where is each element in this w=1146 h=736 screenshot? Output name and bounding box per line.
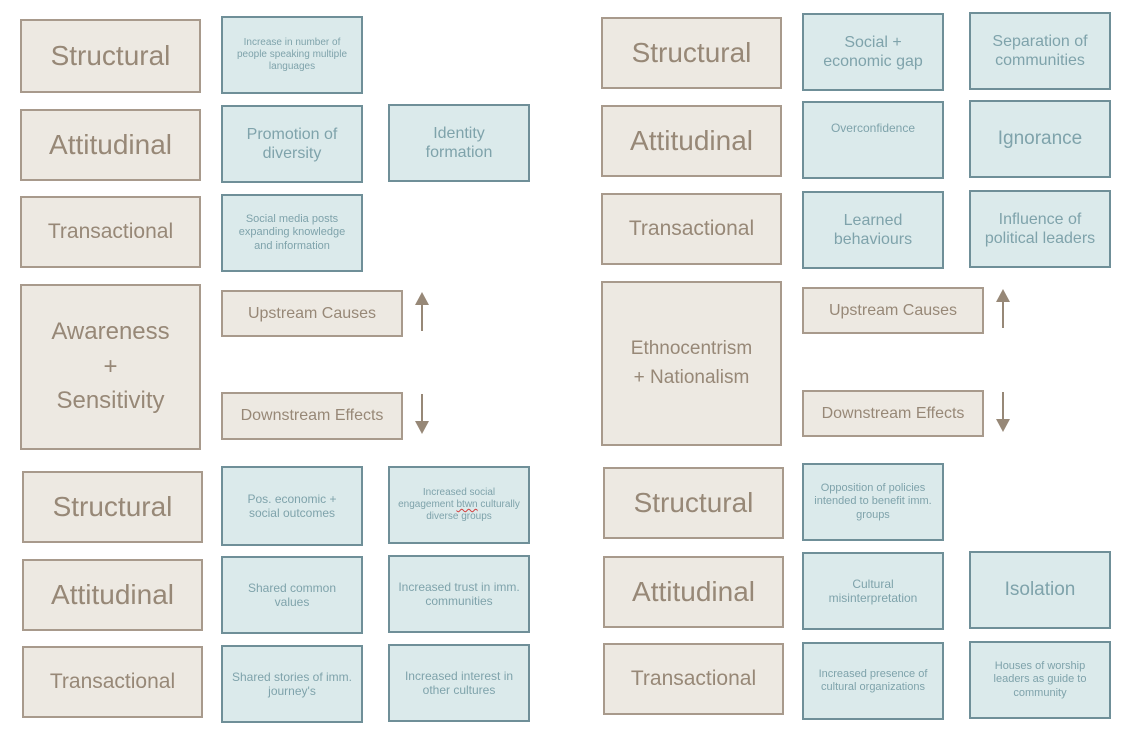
left-downstream-transactional-label: Transactional (22, 646, 203, 718)
left-center-title-line3: Sensitivity (56, 387, 165, 415)
right-upstream-transactional-note-2: Influence of political leaders (969, 190, 1111, 268)
right-downstream-structural-note-1: Opposition of policies intended to benef… (802, 463, 944, 541)
right-downstream-attitudinal-label: Attitudinal (603, 556, 784, 628)
left-upstream-structural-note-1: Increase in number of people speaking mu… (221, 16, 363, 94)
right-downstream-effects: Downstream Effects (802, 390, 984, 437)
left-upstream-structural-label: Structural (20, 19, 201, 93)
right-center-title-line2: + Nationalism (633, 366, 750, 388)
left-upstream-attitudinal-note-2: Identity formation (388, 104, 530, 182)
note-2-text-wavy: btwn (456, 499, 478, 510)
left-downstream-structural-note-2: Increased social engagement btwn cultura… (388, 466, 530, 544)
note-2-text-b: culturally diverse groups (426, 499, 520, 522)
right-upstream-structural-note-1: Social + economic gap (802, 13, 944, 91)
left-center-title-line2: + (103, 352, 118, 380)
right-upstream-causes: Upstream Causes (802, 287, 984, 334)
left-center-title-line1: Awareness (51, 317, 170, 345)
right-upstream-attitudinal-note-2: Ignorance (969, 100, 1111, 178)
left-downstream-attitudinal-note-1: Shared common values (221, 556, 363, 634)
right-downstream-transactional-label: Transactional (603, 643, 784, 715)
left-downstream-attitudinal-label: Attitudinal (22, 559, 203, 631)
right-downstream-attitudinal-note-1: Cultural misinterpretation (802, 552, 944, 630)
left-up-arrow-icon (415, 292, 429, 331)
right-upstream-attitudinal-note-1: Overconfidence (802, 101, 944, 179)
left-downstream-effects: Downstream Effects (221, 392, 403, 440)
right-downstream-transactional-note-1: Increased presence of cultural organizat… (802, 642, 944, 720)
left-down-arrow-icon (415, 394, 429, 434)
right-upstream-transactional-label: Transactional (601, 193, 782, 265)
right-upstream-transactional-note-1: Learned behaviours (802, 191, 944, 269)
left-upstream-causes: Upstream Causes (221, 290, 403, 337)
right-center-title-line1: Ethnocentrism (630, 337, 753, 359)
note-2-text-a: Increased social engagement (398, 487, 496, 510)
left-downstream-transactional-note-1: Shared stories of imm. journey's (221, 645, 363, 723)
right-down-arrow-icon (996, 392, 1010, 432)
right-upstream-structural-label: Structural (601, 17, 782, 89)
left-downstream-structural-label: Structural (22, 471, 203, 543)
right-downstream-transactional-note-2: Houses of worship leaders as guide to co… (969, 641, 1111, 719)
left-center-title: Awareness + Sensitivity (20, 284, 201, 450)
left-upstream-attitudinal-label: Attitudinal (20, 109, 201, 181)
right-up-arrow-icon (996, 289, 1010, 328)
left-upstream-transactional-note-1: Social media posts expanding knowledge a… (221, 194, 363, 272)
right-downstream-structural-label: Structural (603, 467, 784, 539)
left-downstream-attitudinal-note-2: Increased trust in imm. communities (388, 555, 530, 633)
right-upstream-attitudinal-label: Attitudinal (601, 105, 782, 177)
left-upstream-attitudinal-note-1: Promotion of diversity (221, 105, 363, 183)
right-downstream-attitudinal-note-2: Isolation (969, 551, 1111, 629)
right-upstream-structural-note-2: Separation of communities (969, 12, 1111, 90)
left-downstream-structural-note-1: Pos. economic + social outcomes (221, 466, 363, 546)
left-upstream-transactional-label: Transactional (20, 196, 201, 268)
right-center-title: Ethnocentrism + Nationalism (601, 281, 782, 446)
left-downstream-transactional-note-2: Increased interest in other cultures (388, 644, 530, 722)
